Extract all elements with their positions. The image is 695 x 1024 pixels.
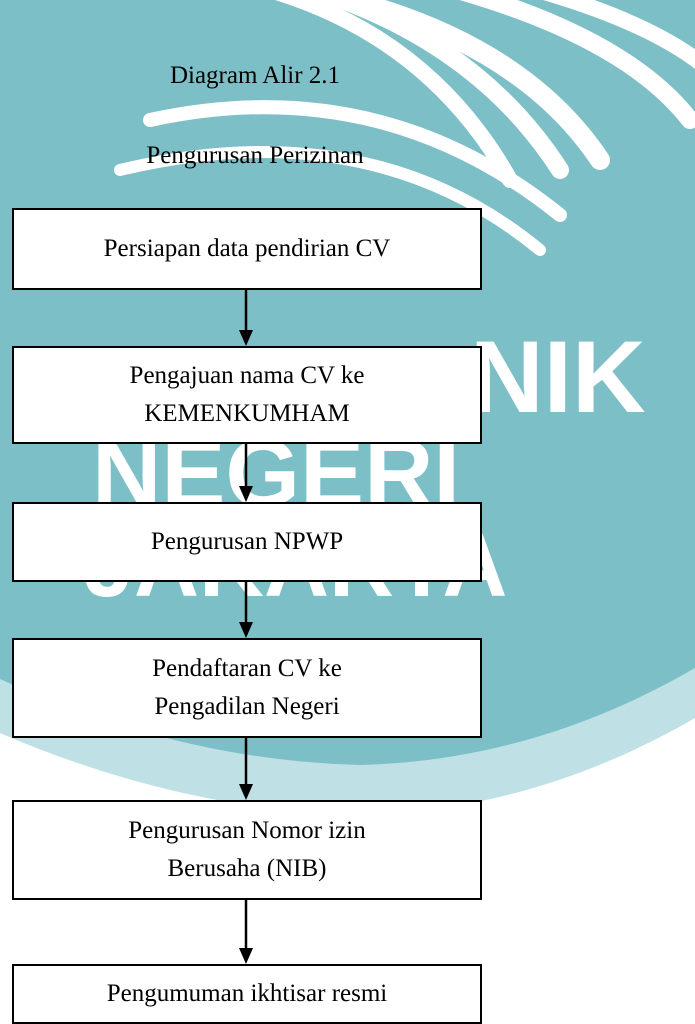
step-1-line-1: Persiapan data pendirian CV	[103, 235, 391, 262]
diagram-title: Diagram Alir 2.1	[169, 62, 341, 89]
step-5-line-1: Pengurusan Nomor izin	[128, 817, 366, 844]
flow-step-1: Persiapan data pendirian CV	[12, 208, 482, 290]
diagram-subtitle: Pengurusan Perizinan	[146, 142, 364, 169]
flow-step-5: Pengurusan Nomor izin Berusaha (NIB)	[12, 800, 482, 900]
step-6-line-1: Pengumuman ikhtisar resmi	[106, 980, 388, 1007]
arrow-3	[239, 582, 253, 638]
flow-step-2: Pengajuan nama CV ke KEMENKUMHAM	[12, 346, 482, 444]
flow-step-6: Pengumuman ikhtisar resmi	[12, 964, 482, 1024]
watermark-word-nik: NIK	[470, 320, 646, 434]
arrow-1	[239, 290, 253, 346]
step-2-line-2: KEMENKUMHAM	[144, 400, 350, 427]
step-5-line-2: Berusaha (NIB)	[167, 855, 327, 882]
step-4-line-1: Pendaftaran CV ke	[152, 655, 342, 682]
flow-step-4: Pendaftaran CV ke Pengadilan Negeri	[12, 638, 482, 738]
arrow-4	[239, 738, 253, 800]
step-3-line-1: Pengurusan NPWP	[150, 528, 344, 555]
arrow-5	[239, 900, 253, 964]
flow-step-3: Pengurusan NPWP	[12, 502, 482, 582]
step-2-line-1: Pengajuan nama CV ke	[129, 362, 365, 389]
watermark-stripes	[114, 0, 695, 256]
step-4-line-2: Pengadilan Negeri	[154, 693, 340, 720]
arrow-2	[239, 444, 253, 502]
watermark-rim	[0, 667, 695, 815]
